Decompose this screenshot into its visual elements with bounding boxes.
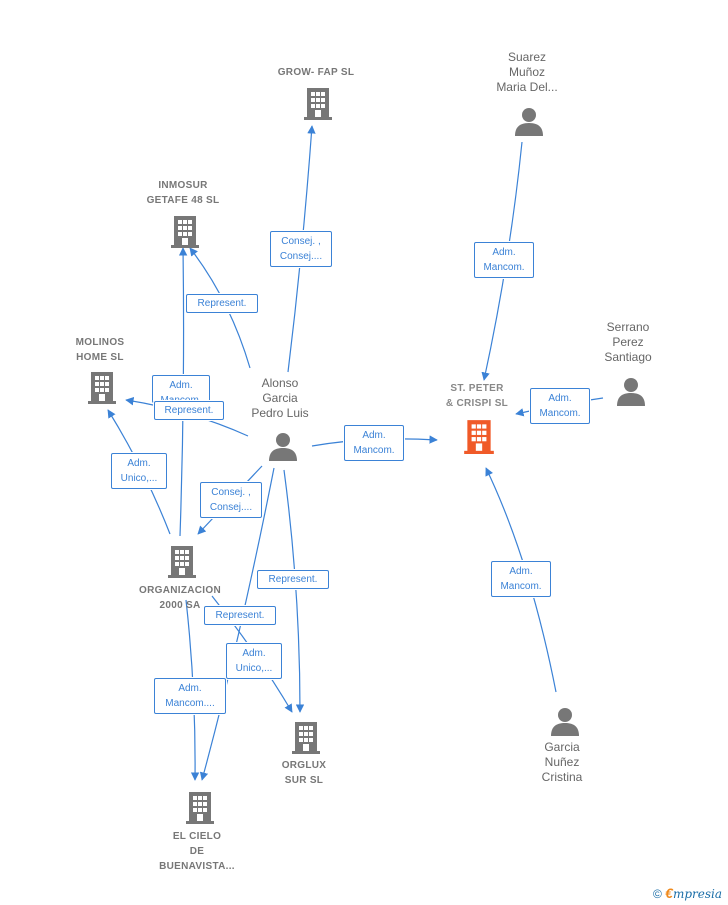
- st-peter-building-icon[interactable]: [464, 420, 494, 454]
- node-label-inmosur[interactable]: INMOSUR GETAFE 48 SL: [146, 180, 220, 206]
- edge-label-adm-alonso-stpeter[interactable]: Adm. Mancom.: [344, 425, 404, 461]
- serrano-person-icon[interactable]: [617, 378, 645, 406]
- garcia-person-icon[interactable]: [551, 708, 579, 736]
- edge-label-adm-serrano[interactable]: Adm. Mancom.: [530, 388, 590, 424]
- edge-label-adm-unico-orglux[interactable]: Adm. Unico,...: [226, 643, 282, 679]
- node-label-molinos[interactable]: MOLINOS HOME SL: [75, 337, 125, 363]
- edge-label-consej-org[interactable]: Consej. , Consej....: [200, 482, 262, 518]
- node-label-el-cielo[interactable]: EL CIELO DE BUENAVISTA...: [159, 831, 235, 872]
- alonso-person-icon[interactable]: [269, 433, 297, 461]
- node-label-serrano[interactable]: Serrano Perez Santiago: [604, 320, 652, 364]
- edge-label-adm-unico-molinos[interactable]: Adm. Unico,...: [111, 453, 167, 489]
- molinos-building-icon[interactable]: [88, 372, 116, 404]
- node-label-grow-fap[interactable]: GROW- FAP SL: [277, 67, 355, 78]
- inmosur-building-icon[interactable]: [171, 216, 199, 248]
- node-label-alonso[interactable]: Alonso Garcia Pedro Luis: [251, 376, 309, 420]
- grow-fap-building-icon[interactable]: [304, 88, 332, 120]
- organizacion-building-icon[interactable]: [168, 546, 196, 578]
- edge-label-adm-mancom-cielo[interactable]: Adm. Mancom....: [154, 678, 226, 714]
- el-cielo-building-icon[interactable]: [186, 792, 214, 824]
- node-label-suarez[interactable]: Suarez Muñoz Maria Del...: [496, 50, 558, 94]
- edge-label-consej-grow[interactable]: Consej. , Consej....: [270, 231, 332, 267]
- edge-label-represent-cielo[interactable]: Represent.: [204, 606, 276, 625]
- edge-label-represent-molinos[interactable]: Represent.: [154, 401, 224, 420]
- edge-label-represent-inmosur[interactable]: Represent.: [186, 294, 258, 313]
- brand-name: mpresia: [672, 887, 722, 901]
- edge-label-adm-mancom-inmosur[interactable]: Adm. Mancom.: [152, 375, 210, 403]
- edge-label-adm-garcia[interactable]: Adm. Mancom.: [491, 561, 551, 597]
- brand-e: €: [665, 885, 673, 901]
- edge-label-adm-suarez[interactable]: Adm. Mancom.: [474, 242, 534, 278]
- edge-alonso-orglux: [283, 469, 305, 713]
- node-label-st-peter[interactable]: ST. PETER & CRISPI SL: [445, 383, 509, 409]
- copyright-icon: ©: [652, 887, 662, 901]
- edge-label-represent-orglux[interactable]: Represent.: [257, 570, 329, 589]
- orglux-building-icon[interactable]: [292, 722, 320, 754]
- node-label-organizacion[interactable]: ORGANIZACION 2000 SA: [139, 585, 221, 611]
- node-label-garcia[interactable]: Garcia Nuñez Cristina: [541, 740, 583, 784]
- node-label-orglux[interactable]: ORGLUX SUR SL: [281, 760, 327, 786]
- empresia-watermark: © €mpresia: [653, 885, 722, 901]
- suarez-person-icon[interactable]: [515, 108, 543, 136]
